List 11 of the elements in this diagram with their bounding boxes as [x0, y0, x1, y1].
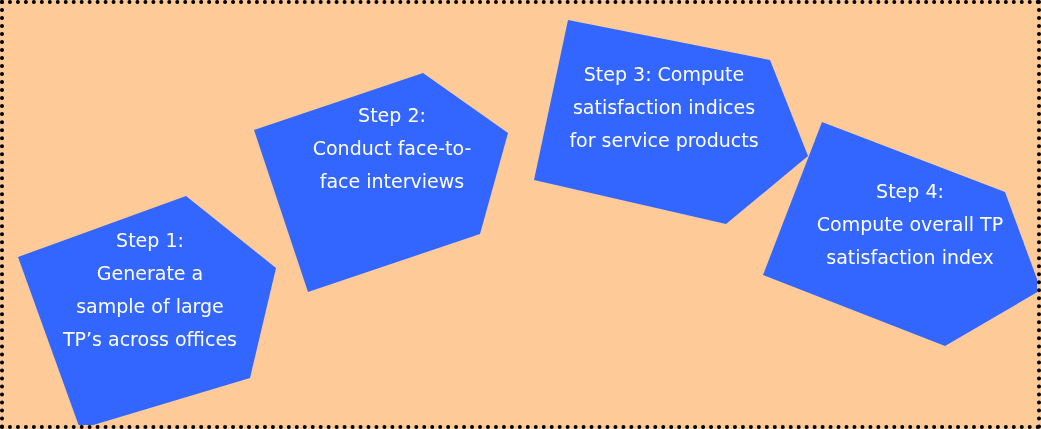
step-heading: Step 2:	[358, 103, 426, 128]
step-pentagon	[254, 73, 508, 292]
step-pentagon	[18, 196, 276, 425]
step-pentagon	[763, 122, 1037, 346]
step-text: Generate a sample of large TP’s across offices	[62, 261, 238, 352]
step-text: Conduct face-to-face interviews	[312, 136, 472, 194]
step-pentagon	[534, 20, 808, 224]
step-heading: Step 1:	[116, 228, 184, 253]
step-heading: Step 4:	[876, 179, 944, 204]
step-text: Step 3: Compute satisfaction indices for service products	[568, 62, 760, 153]
step-text: Compute overall TP satisfaction index	[815, 212, 1005, 270]
